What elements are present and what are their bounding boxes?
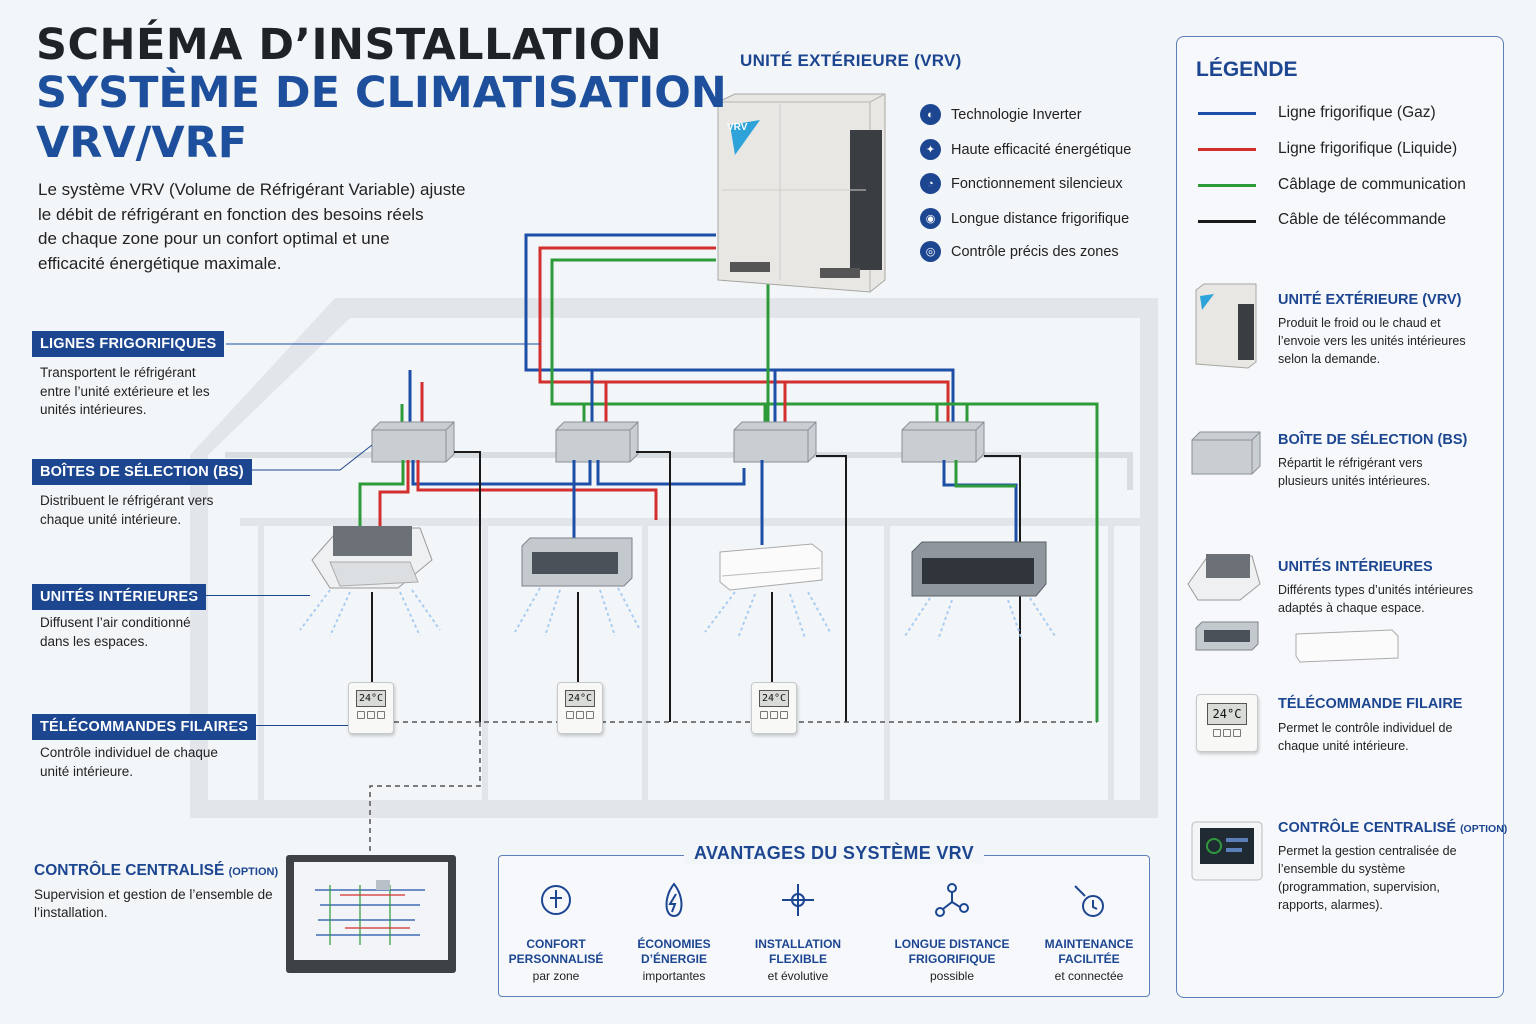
advantage-comfort: CONFORT PERSONNALISÉ par zone bbox=[481, 880, 631, 985]
desc-unites-interieures: Diffusent l’air conditionné dans les esp… bbox=[40, 615, 191, 649]
legend-item-desc-bs: Répartit le réfrigérant vers plusieurs u… bbox=[1278, 456, 1431, 488]
outdoor-unit-title: UNITÉ EXTÉRIEURE (VRV) bbox=[740, 51, 962, 70]
inverter-icon: ◐ bbox=[920, 104, 941, 125]
connector-telecommandes bbox=[228, 725, 348, 726]
outdoor-unit-image bbox=[717, 93, 886, 293]
legend-text-remote: Câble de télécommande bbox=[1278, 211, 1447, 228]
indoor-wall-unit bbox=[719, 543, 823, 591]
advantage-maintenance: MAINTENANCE FACILITÉE et connectée bbox=[1014, 880, 1164, 985]
legend-text-liquid: Ligne frigorifique (Liquide) bbox=[1278, 140, 1458, 157]
maintenance-icon bbox=[1074, 885, 1104, 917]
label-telecommandes: TÉLÉCOMMANDES FILAIRES bbox=[32, 714, 257, 740]
legend-item-title-outdoor: UNITÉ EXTÉRIEURE (VRV) bbox=[1278, 292, 1462, 308]
flexible-icon bbox=[782, 884, 814, 916]
outdoor-unit-logo: VRV bbox=[727, 122, 748, 133]
distance-icon bbox=[935, 883, 969, 917]
legend-title: LÉGENDE bbox=[1196, 58, 1298, 81]
zone-control-icon: ◎ bbox=[920, 241, 941, 262]
legend-line-comm bbox=[1198, 184, 1256, 187]
title-line-1: SCHÉMA D’INSTALLATION bbox=[36, 20, 663, 70]
legend-line-remote bbox=[1198, 220, 1256, 223]
distance-icon: ◉ bbox=[920, 208, 941, 229]
feature-inverter: ◐Technologie Inverter bbox=[920, 104, 1082, 125]
indoor-duct-unit-2 bbox=[911, 541, 1047, 597]
label-lignes-frigorifiques: LIGNES FRIGORIFIQUES bbox=[32, 331, 225, 357]
label-unites-interieures: UNITÉS INTÉRIEURES bbox=[32, 584, 207, 610]
legend-text-comm: Câblage de communication bbox=[1278, 176, 1466, 193]
legend-line-liquid bbox=[1198, 148, 1256, 151]
legend-item-title-remote: TÉLÉCOMMANDE FILAIRE bbox=[1278, 696, 1463, 712]
bs-boxes bbox=[371, 421, 985, 463]
legend-item-desc-indoor: Différents types d’unités intérieures ad… bbox=[1278, 583, 1474, 615]
legend-item-title-central: CONTRÔLE CENTRALISÉ (OPTION) bbox=[1278, 820, 1508, 836]
legend-outdoor-unit-icon bbox=[1195, 283, 1257, 369]
legend-text-gas: Ligne frigorifique (Gaz) bbox=[1278, 104, 1436, 121]
advantages-title: AVANTAGES DU SYSTÈME VRV bbox=[684, 843, 984, 864]
desc-lignes-frigorifiques: Transportent le réfrigérant entre l’unit… bbox=[40, 365, 210, 417]
label-boites-selection: BOÎTES DE SÉLECTION (BS) bbox=[32, 459, 252, 485]
desc-telecommandes: Contrôle individuel de chaque unité inté… bbox=[40, 745, 218, 779]
silent-icon: ◔ bbox=[920, 173, 941, 194]
legend-line-gas bbox=[1198, 112, 1256, 115]
indoor-duct-unit-1 bbox=[521, 537, 633, 587]
legend-remote-icon: 24°C bbox=[1196, 694, 1258, 752]
advantage-flexible: INSTALLATION FLEXIBLE et évolutive bbox=[723, 880, 873, 985]
connector-unites bbox=[190, 595, 310, 596]
title-line-2: SYSTÈME DE CLIMATISATION bbox=[36, 68, 727, 118]
intro-text: Le système VRV (Volume de Réfrigérant Va… bbox=[38, 180, 466, 273]
title-line-3: VRV/VRF bbox=[36, 118, 248, 168]
legend-item-desc-central: Permet la gestion centralisée de l’ensem… bbox=[1278, 844, 1457, 912]
wired-remote-2: 24°C bbox=[557, 682, 603, 734]
airflow bbox=[299, 587, 1056, 641]
desc-boites-selection: Distribuent le réfrigérant vers chaque u… bbox=[40, 493, 214, 527]
central-control-title: CONTRÔLE CENTRALISÉ (OPTION) bbox=[34, 862, 279, 879]
feature-distance: ◉Longue distance frigorifique bbox=[920, 208, 1129, 229]
feature-silent: ◔Fonctionnement silencieux bbox=[920, 173, 1123, 194]
legend-central-control-icon bbox=[1191, 821, 1263, 881]
advantages-box bbox=[498, 855, 1150, 997]
efficiency-icon: ✦ bbox=[920, 139, 941, 160]
legend-bs-box-icon bbox=[1191, 431, 1261, 475]
legend-item-desc-remote: Permet le contrôle individuel de chaque … bbox=[1278, 721, 1453, 753]
central-control-desc: Supervision et gestion de l’ensemble de … bbox=[34, 887, 273, 920]
comfort-icon bbox=[541, 885, 571, 915]
central-control-screen bbox=[286, 855, 456, 973]
feature-efficiency: ✦Haute efficacité énergétique bbox=[920, 139, 1131, 160]
legend-indoor-units-icon bbox=[1187, 554, 1399, 663]
legend-item-title-indoor: UNITÉS INTÉRIEURES bbox=[1278, 559, 1433, 575]
wired-remote-3: 24°C bbox=[751, 682, 797, 734]
wired-remote-1: 24°C bbox=[348, 682, 394, 734]
advantage-distance: LONGUE DISTANCE FRIGORIFIQUE possible bbox=[877, 880, 1027, 985]
energy-icon bbox=[665, 882, 683, 918]
feature-zone-control: ◎Contrôle précis des zones bbox=[920, 241, 1119, 262]
legend-item-desc-outdoor: Produit le froid ou le chaud et l’envoie… bbox=[1278, 316, 1466, 366]
indoor-cassette-unit bbox=[311, 526, 433, 589]
legend-item-title-bs: BOÎTE DE SÉLECTION (BS) bbox=[1278, 432, 1468, 448]
advantage-energy: ÉCONOMIES D’ÉNERGIE importantes bbox=[599, 880, 749, 985]
